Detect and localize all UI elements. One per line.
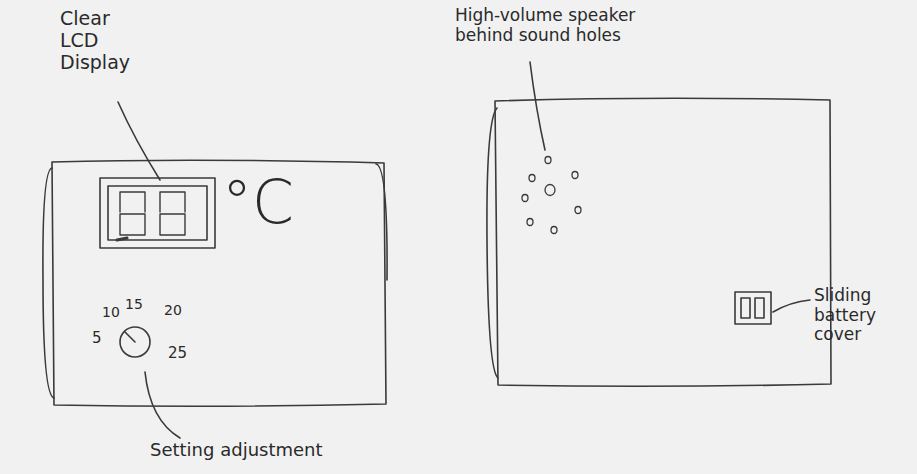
dial-number: 20 — [164, 302, 194, 318]
setting-dial — [120, 327, 150, 357]
housing-edge — [376, 164, 387, 280]
callout-label: Setting adjustment — [150, 440, 370, 461]
battery-cover — [735, 292, 771, 324]
back-housing — [495, 98, 831, 386]
lcd-digits — [117, 192, 185, 240]
leader-line — [530, 62, 545, 150]
dial-number: 25 — [168, 345, 198, 362]
dial-number: 15 — [125, 296, 155, 312]
front-housing — [52, 160, 386, 406]
dial-pointer — [125, 332, 135, 342]
callout-label: High-volume speaker behind sound holes — [455, 6, 670, 45]
leader-line — [773, 300, 810, 312]
lcd-display — [100, 178, 215, 248]
housing-edge — [487, 108, 498, 378]
lcd-display — [108, 186, 207, 240]
dial-number: 5 — [92, 330, 112, 347]
unit-symbol: °C — [222, 172, 332, 232]
leader-line — [118, 102, 160, 180]
sound-holes — [522, 157, 581, 234]
leader-line — [145, 372, 180, 438]
cover-grip — [755, 298, 764, 318]
cover-grip — [741, 298, 750, 318]
callout-label: Sliding battery cover — [814, 286, 910, 345]
housing-edge — [43, 168, 54, 398]
callout-label: Clear LCD Display — [60, 8, 130, 74]
